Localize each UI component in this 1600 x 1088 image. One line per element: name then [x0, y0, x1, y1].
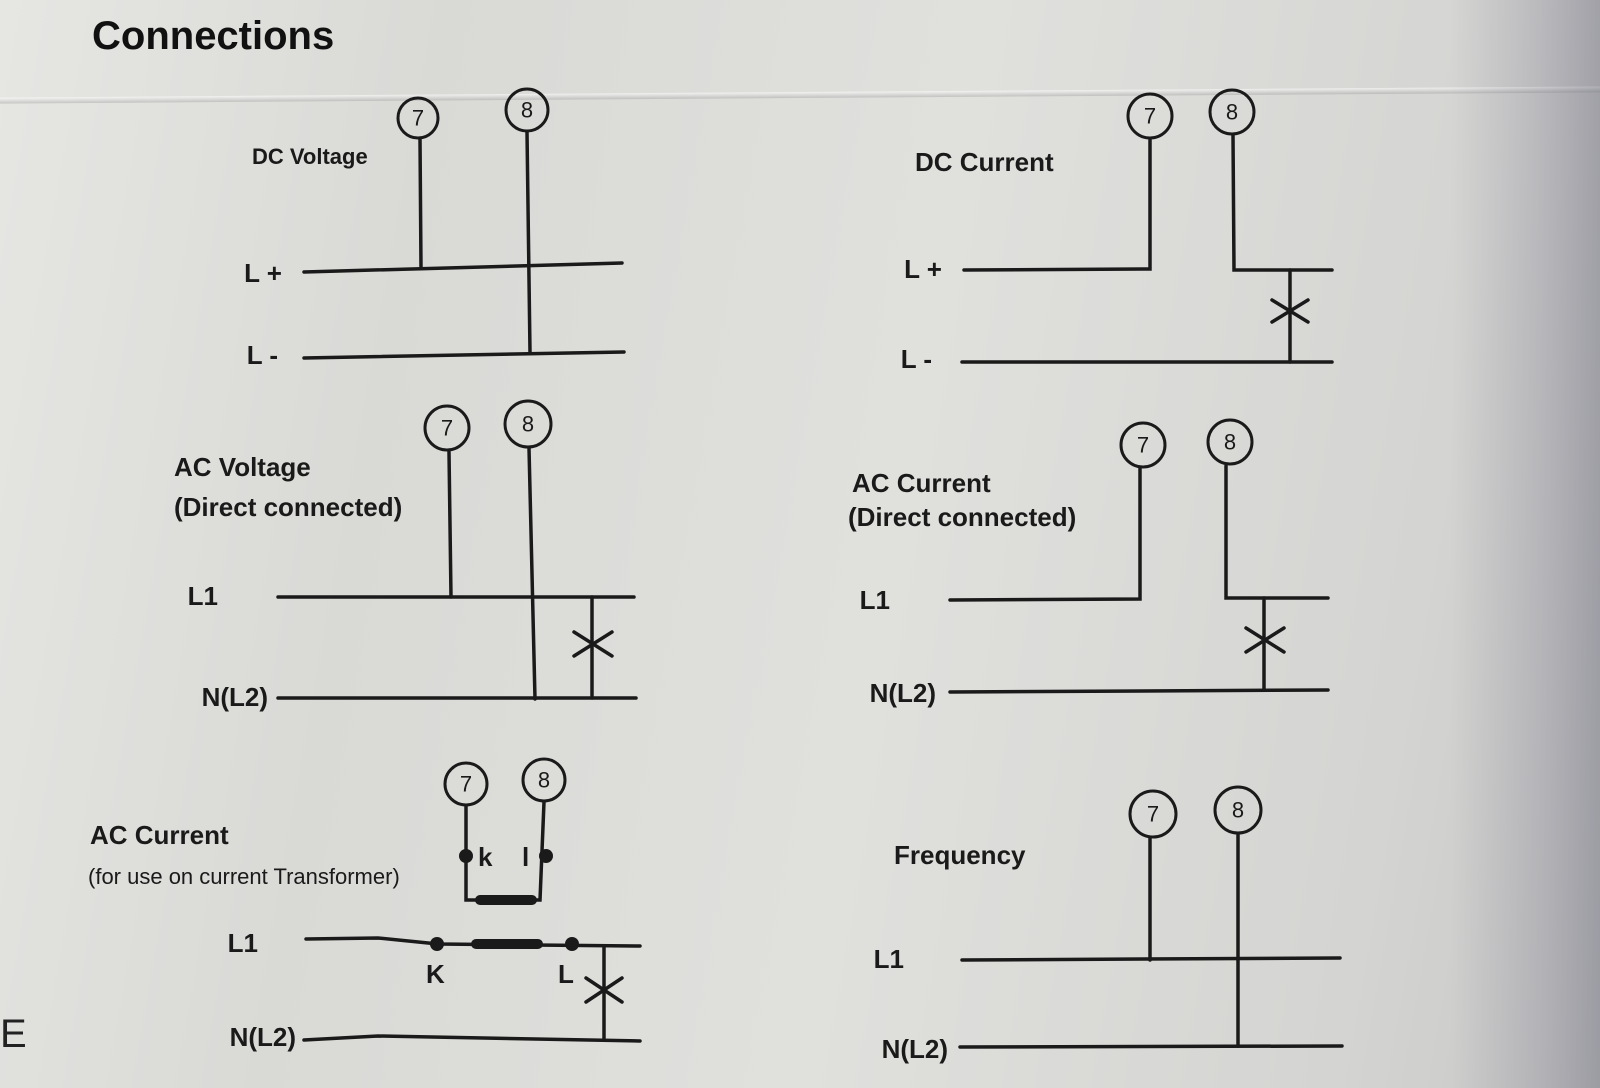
- ct-primary-label-k: K: [426, 959, 445, 989]
- dc-voltage-label: DC Voltage: [252, 144, 368, 169]
- ac-current-ct-sublabel: (for use on current Transformer): [88, 864, 400, 889]
- ct-secondary-node-l: [539, 849, 553, 863]
- line-n-l2: [948, 688, 1330, 694]
- ct-secondary-label-k: k: [478, 842, 493, 872]
- line-label-l1: L1: [860, 585, 890, 615]
- break-mark: [1244, 626, 1286, 654]
- line-l-minus: [302, 350, 626, 360]
- wire: [962, 137, 1152, 272]
- terminal-7-number: 7: [1137, 433, 1149, 458]
- terminal-8-number: 8: [522, 412, 534, 437]
- line-label-l-plus: L +: [244, 258, 282, 288]
- line-n-l2: [958, 1044, 1344, 1049]
- terminal-7-circle: [423, 404, 471, 452]
- ac-voltage-sublabel: (Direct connected): [174, 492, 402, 522]
- terminal-7-number: 7: [1147, 802, 1159, 827]
- terminal-7-circle: [396, 96, 440, 140]
- page-title: Connections: [92, 14, 335, 58]
- ac-current-ct-label: AC Current: [90, 820, 229, 850]
- diagram-dc-voltage: DC Voltage 7 8 L + L -: [244, 87, 626, 370]
- frequency-label: Frequency: [894, 840, 1026, 870]
- terminal-8-number: 8: [1232, 798, 1244, 823]
- line-label-l1: L1: [874, 944, 904, 974]
- line-label-n-l2: N(L2): [882, 1034, 948, 1064]
- break-mark: [1270, 298, 1310, 324]
- wire: [418, 137, 423, 270]
- line-label-n-l2: N(L2): [230, 1022, 296, 1052]
- line-label-n-l2: N(L2): [870, 678, 936, 708]
- terminal-8-circle: [1206, 418, 1254, 466]
- ct-secondary-label-l: l: [522, 842, 529, 872]
- terminal-7-circle: [1119, 421, 1167, 469]
- ct-primary-node-l: [565, 937, 579, 951]
- terminal-7-number: 7: [460, 772, 472, 797]
- ac-voltage-label: AC Voltage: [174, 452, 311, 482]
- terminal-7-number: 7: [441, 416, 453, 441]
- ct-secondary-node-k: [459, 849, 473, 863]
- wire: [1224, 464, 1330, 600]
- wire: [447, 450, 453, 599]
- terminal-7-number: 7: [1144, 104, 1156, 129]
- line-label-l-minus: L -: [247, 340, 278, 370]
- line-label-l-plus: L +: [904, 254, 942, 284]
- terminal-7-number: 7: [412, 106, 424, 131]
- diagram-frequency: Frequency 7 8 L1 N(L2): [874, 785, 1344, 1064]
- line-label-l1: L1: [228, 928, 258, 958]
- line-l1: [960, 956, 1342, 962]
- line-label-l-minus: L -: [901, 344, 932, 374]
- terminal-7-circle: [1128, 789, 1178, 839]
- terminal-8-number: 8: [1224, 430, 1236, 455]
- line-l-plus: [302, 261, 624, 274]
- ac-current-direct-label: AC Current: [852, 468, 991, 498]
- wire: [525, 130, 532, 354]
- cut-off-edge-character: E: [0, 1012, 27, 1056]
- wire: [1231, 133, 1334, 272]
- line-n-l2: [302, 1034, 642, 1043]
- diagram-ac-current-direct: AC Current (Direct connected) 7 8 L1 N(L…: [848, 418, 1330, 708]
- wire: [527, 446, 537, 701]
- line-label-l1: L1: [188, 581, 218, 611]
- diagram-ac-current-transformer: AC Current (for use on current Transform…: [88, 757, 642, 1052]
- paper-shadow: [1450, 0, 1600, 1088]
- ct-primary-node-k: [430, 937, 444, 951]
- diagram-dc-current: DC Current 7 8 L + L -: [901, 88, 1334, 374]
- break-mark: [584, 976, 624, 1004]
- wire: [948, 466, 1142, 602]
- terminal-8-number: 8: [1226, 100, 1238, 125]
- ct-primary-label-l: L: [558, 959, 574, 989]
- terminal-8-number: 8: [538, 768, 550, 793]
- line-label-n-l2: N(L2): [202, 682, 268, 712]
- diagram-ac-voltage: AC Voltage (Direct connected) 7 8 L1 N(L…: [174, 399, 638, 712]
- dc-current-label: DC Current: [915, 147, 1054, 177]
- terminal-8-number: 8: [521, 98, 533, 123]
- ac-current-direct-sublabel: (Direct connected): [848, 502, 1076, 532]
- break-mark: [572, 630, 614, 658]
